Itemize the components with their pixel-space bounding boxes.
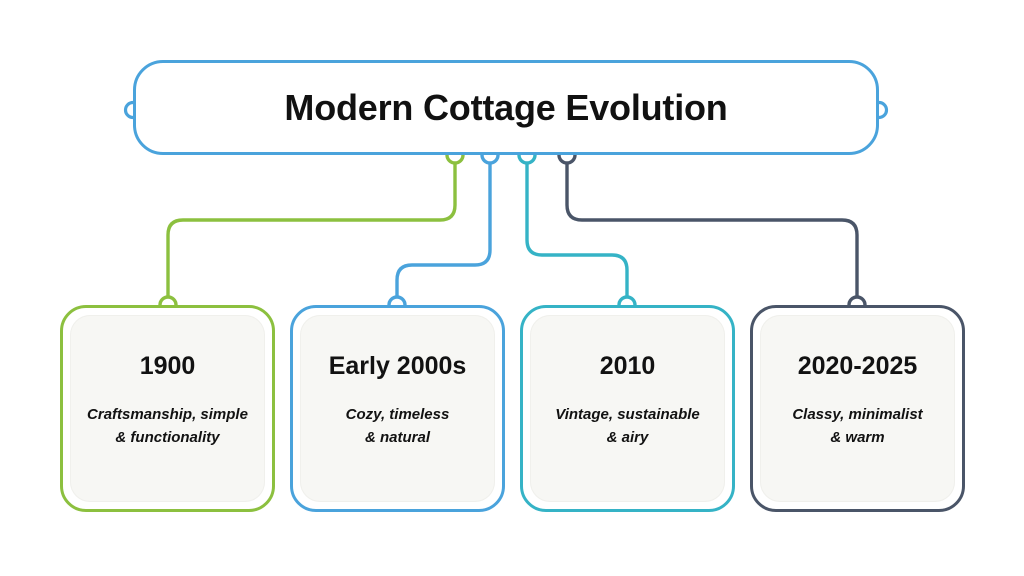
stage-description: Vintage, sustainable & airy [551, 403, 704, 450]
stage-card-inner: 2010 Vintage, sustainable & airy [530, 315, 725, 502]
stage-description-line1: Craftsmanship, simple [87, 405, 248, 423]
stage-description: Craftsmanship, simple & functionality [83, 403, 252, 450]
stage-card-2010[interactable]: 2010 Vintage, sustainable & airy [520, 305, 735, 512]
stage-description-line1: Classy, minimalist [792, 405, 923, 423]
stage-label: 2020-2025 [797, 352, 918, 380]
diagram-title: Modern Cottage Evolution [284, 86, 728, 128]
stage-card-inner: 2020-2025 Classy, minimalist & warm [760, 315, 955, 502]
stage-label: 2010 [599, 352, 656, 380]
stage-description-line1: Vintage, sustainable [555, 405, 700, 423]
stage-description: Classy, minimalist & warm [788, 403, 926, 450]
stage-card-inner: Early 2000s Cozy, timeless & natural [300, 315, 495, 502]
stage-description-line2: & functionality [115, 428, 220, 446]
stage-card-early-2000s[interactable]: Early 2000s Cozy, timeless & natural [290, 305, 505, 512]
stage-card-2020-2025[interactable]: 2020-2025 Classy, minimalist & warm [750, 305, 965, 512]
stage-label: 1900 [139, 352, 196, 380]
connector-path-2 [395, 153, 492, 307]
stage-description-line2: & warm [830, 428, 885, 446]
connector-path-4 [565, 153, 859, 307]
connector-path-1 [166, 153, 457, 307]
stage-card-inner: 1900 Craftsmanship, simple & functionali… [70, 315, 265, 502]
stage-description: Cozy, timeless & natural [342, 403, 454, 450]
stage-description-line1: Cozy, timeless [345, 405, 450, 423]
diagram-title-box: Modern Cottage Evolution [133, 60, 879, 155]
stage-description-line2: & natural [364, 428, 430, 446]
connector-path-3 [525, 153, 629, 307]
stage-description-line2: & airy [606, 428, 649, 446]
stage-label: Early 2000s [328, 352, 467, 380]
stage-card-1900[interactable]: 1900 Craftsmanship, simple & functionali… [60, 305, 275, 512]
